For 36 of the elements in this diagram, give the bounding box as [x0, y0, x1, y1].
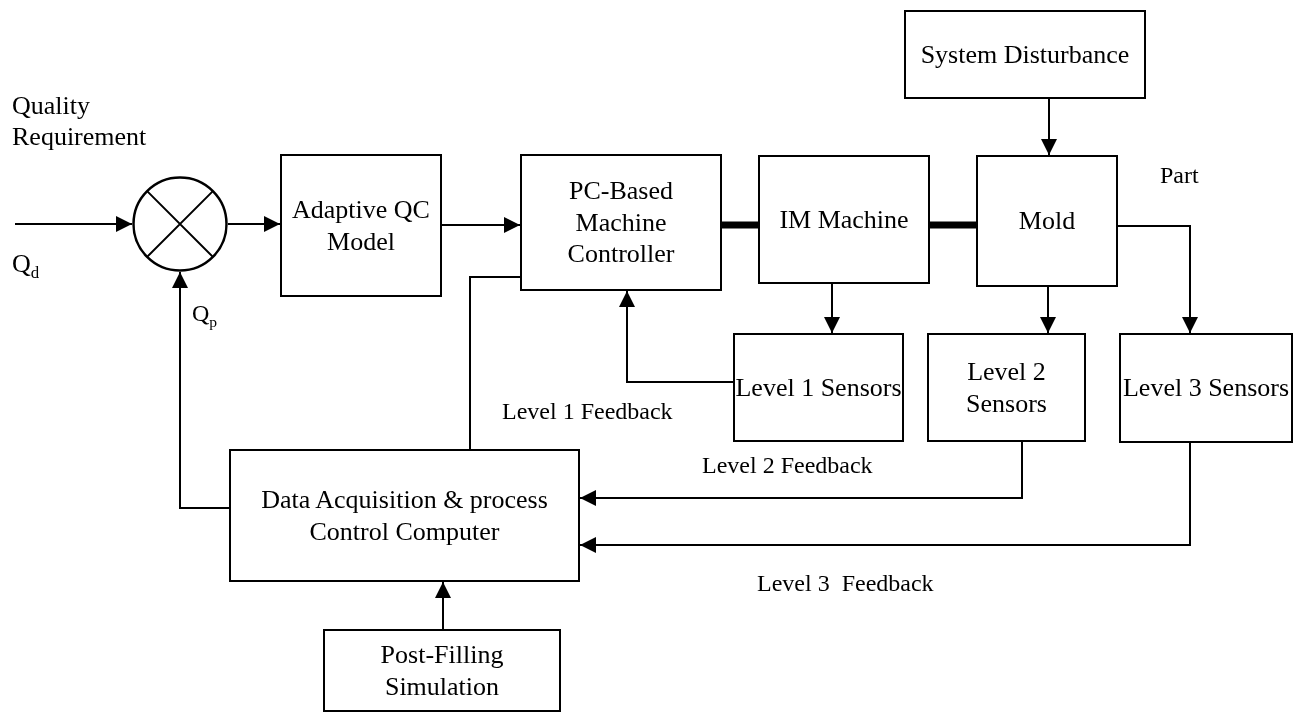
arrow [1117, 225, 1198, 334]
thick-connector [930, 221, 976, 229]
input-label: Quality Requirement [12, 90, 148, 153]
box-label: System Disturbance [920, 38, 1130, 71]
process-box [733, 333, 904, 442]
box-label: IM Machine [779, 203, 909, 236]
box-label: Level 1 Sensors [735, 371, 902, 404]
process-box [323, 629, 561, 712]
arrow [435, 581, 451, 630]
arrow [1040, 286, 1056, 334]
box-label: Adaptive QC Model [291, 193, 431, 258]
process-box [904, 10, 1146, 99]
arrow [172, 271, 230, 509]
signal-label: Q$_{d}$ [12, 248, 40, 284]
arrow [14, 216, 133, 232]
process-box [927, 333, 1086, 442]
arrow [1041, 98, 1057, 156]
arrow [579, 442, 1191, 553]
process-box [1119, 333, 1293, 443]
process-box [280, 154, 442, 297]
process-box [976, 155, 1118, 287]
arrow [227, 216, 281, 232]
box-label: Data Acquisition & process Control Computer [260, 483, 549, 548]
arrow [619, 290, 734, 383]
box-label: Mold [1018, 205, 1076, 237]
process-box [758, 155, 930, 284]
arrow [579, 441, 1023, 506]
box-label: PC-Based Machine Controller [566, 174, 676, 271]
process-box [520, 154, 722, 291]
process-box [229, 449, 580, 582]
thick-connector [722, 221, 758, 229]
arrow [441, 217, 521, 233]
arrow [824, 283, 840, 334]
box-label: Level 3 Sensors [1122, 372, 1290, 404]
box-label: Level 2 Sensors [965, 355, 1048, 420]
box-label: Post-Filling Simulation [379, 638, 505, 703]
